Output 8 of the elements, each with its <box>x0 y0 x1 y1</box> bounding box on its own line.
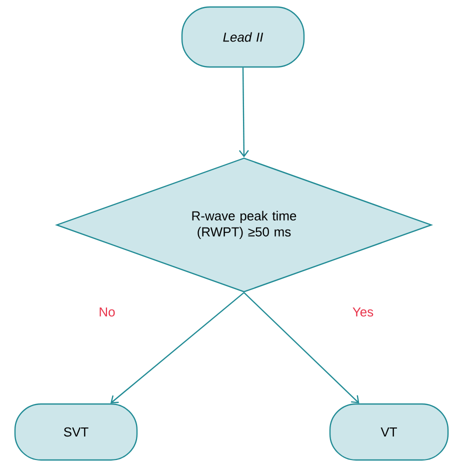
edge-label: No <box>98 306 116 318</box>
arrow <box>110 292 244 404</box>
terminal-box: Lead II <box>181 6 305 68</box>
arrow <box>238 68 249 158</box>
terminal-box: SVT <box>14 403 138 461</box>
arrow <box>244 292 360 404</box>
terminal-box: VT <box>329 403 449 461</box>
edge-label: Yes <box>351 306 375 318</box>
